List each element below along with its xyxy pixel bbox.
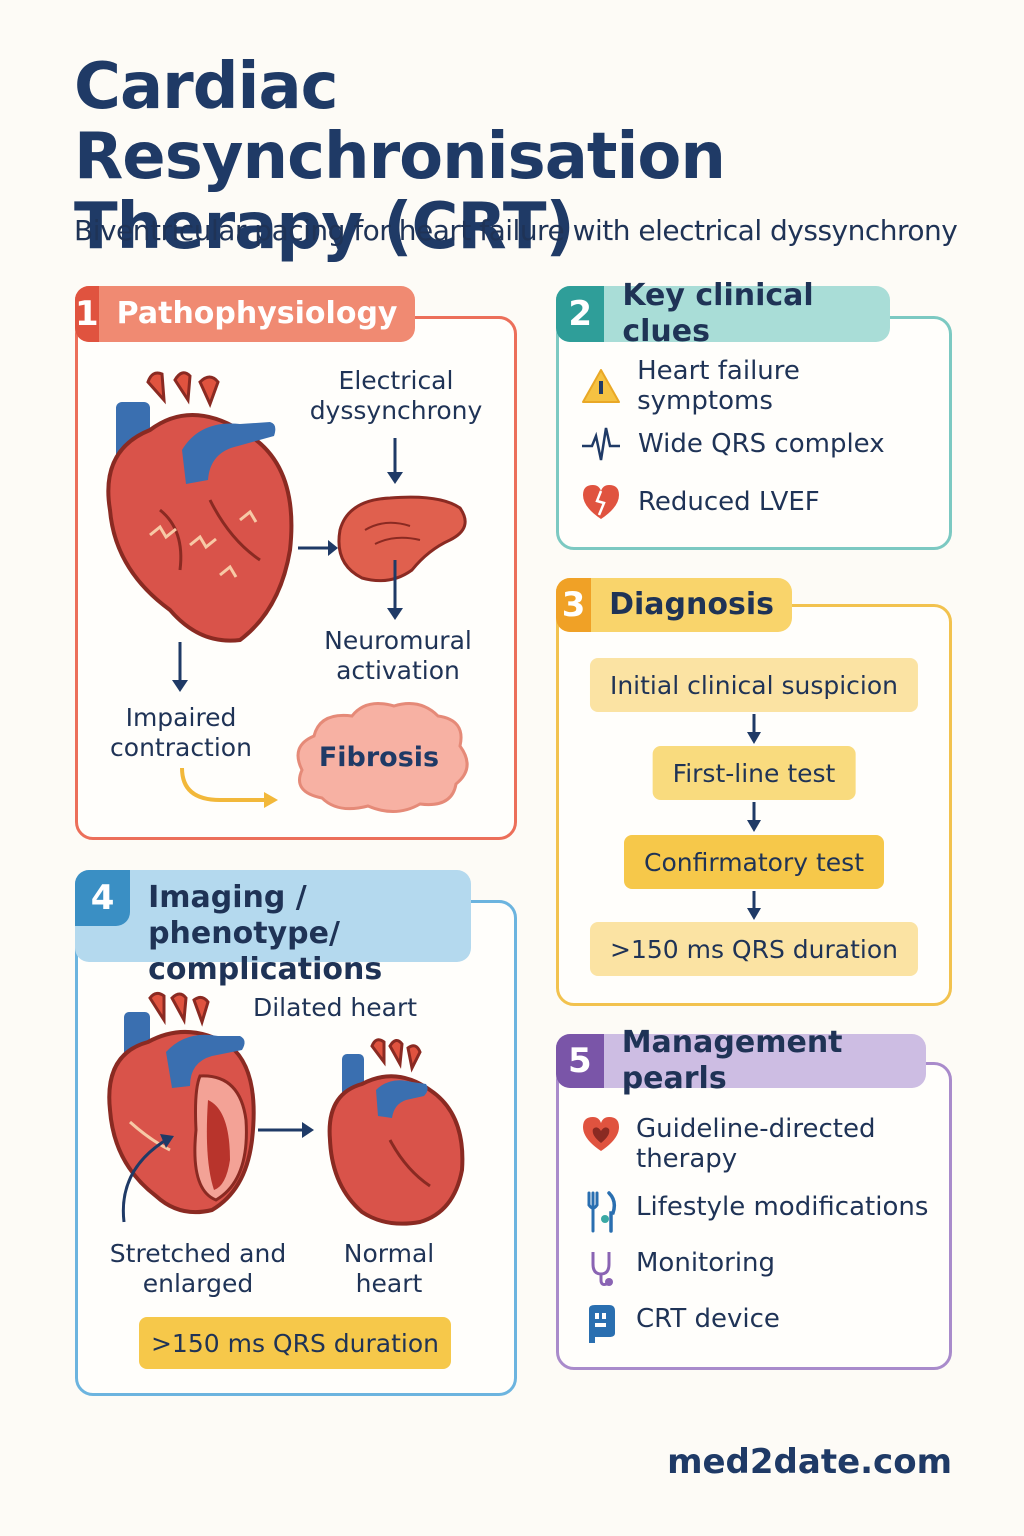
management-list: Guideline-directed therapy Lifestyle mod… [578, 1114, 938, 1344]
dyssynchrony-blob [337, 495, 467, 583]
section-number: 1 [75, 286, 99, 342]
electrical-dyssynchrony-label: Electrical dyssynchrony [309, 366, 483, 425]
pearl-item: Monitoring [578, 1248, 938, 1288]
section-title: Key clinical clues [622, 278, 814, 349]
imaging-tab: 4 Imaging / phenotype/ complications [75, 870, 471, 987]
normal-heart-illustration [327, 1038, 465, 1226]
pearl-label: CRT device [636, 1304, 780, 1334]
heart-illustration [106, 371, 294, 643]
diagnosis-step-2: First-line test [652, 746, 856, 800]
section-number: 4 [75, 870, 131, 926]
brand-logo-text: med2date.com [667, 1442, 952, 1482]
neuromural-activation-label: Neuromural activation [324, 626, 472, 685]
stethoscope-icon [578, 1248, 624, 1288]
diagnosis-step-3: Confirmatory test [624, 835, 884, 889]
ecg-icon [578, 424, 624, 464]
fork-knife-icon [578, 1191, 624, 1233]
page-subtitle: Biventricular pacing for heart failure w… [74, 214, 958, 247]
dilated-heart-illustration [107, 991, 256, 1215]
clue-item: Heart failure symptoms [578, 356, 938, 416]
pearl-item: Guideline-directed therapy [578, 1114, 938, 1178]
pathophysiology-tab: 1 Pathophysiology [75, 286, 415, 342]
device-icon [578, 1304, 624, 1344]
section-title: Management pearls [621, 1025, 843, 1096]
imaging-illustration [107, 991, 465, 1226]
page-title: Cardiac Resynchronisation Therapy (CRT) [74, 50, 726, 264]
diagnosis-arrows [747, 714, 761, 920]
fibrosis-cloud [296, 702, 469, 813]
pearl-label: Monitoring [636, 1248, 776, 1278]
warning-icon [578, 366, 623, 406]
section-title: Diagnosis [609, 587, 774, 622]
stretched-enlarged-label: Stretched and enlarged [109, 1239, 287, 1298]
pearl-label: Guideline-directed therapy [636, 1114, 876, 1174]
heart-icon [578, 1114, 624, 1154]
clue-label: Reduced LVEF [638, 487, 820, 517]
diagnosis-step-4: >150 ms QRS duration [589, 922, 919, 976]
broken-heart-icon [578, 482, 624, 522]
clue-item: Reduced LVEF [578, 480, 938, 524]
diagnosis-step-1: Initial clinical suspicion [589, 658, 919, 712]
pearl-label: Lifestyle modifications [636, 1192, 929, 1222]
management-card [556, 1062, 952, 1370]
normal-heart-label: Normal heart [343, 1239, 435, 1298]
impaired-contraction-label: Impaired contraction [110, 703, 252, 762]
diagnosis-tab: 3 Diagnosis [556, 578, 792, 632]
fibrosis-label: Fibrosis [318, 742, 440, 773]
management-tab: 5 Management pearls [556, 1025, 926, 1096]
dilated-heart-label: Dilated heart [252, 993, 418, 1022]
section-title: Pathophysiology [116, 296, 398, 331]
section-title: Imaging / phenotype/ complications [148, 880, 383, 987]
section-number: 5 [556, 1034, 604, 1088]
section-number: 2 [556, 286, 605, 342]
clinical-clues-list: Heart failure symptoms Wide QRS complex … [578, 356, 938, 524]
clinical-clues-tab: 2 Key clinical clues [556, 278, 890, 349]
clue-label: Wide QRS complex [638, 429, 885, 459]
pathophysiology-illustration [106, 371, 469, 813]
clue-label: Heart failure symptoms [637, 356, 800, 416]
pearl-item: CRT device [578, 1304, 938, 1344]
qrs-duration-badge: >150 ms QRS duration [139, 1317, 451, 1369]
pearl-item: Lifestyle modifications [578, 1191, 938, 1233]
diagnosis-flow: Initial clinical suspicion First-line te… [556, 604, 952, 1000]
section-number: 3 [556, 578, 592, 632]
clue-item: Wide QRS complex [578, 422, 938, 466]
clinical-clues-card [556, 316, 952, 550]
